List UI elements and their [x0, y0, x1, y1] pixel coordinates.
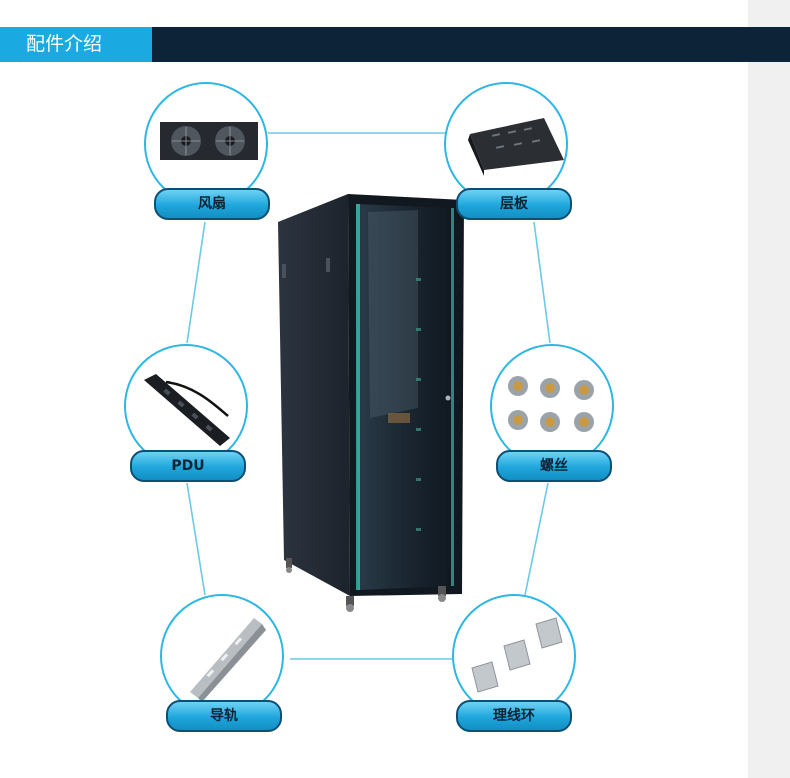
screws-label: 螺丝 — [496, 450, 612, 482]
cable-manager-icon — [471, 617, 563, 693]
accessory-rail: 导轨 — [160, 594, 284, 732]
cable-manager-ring — [452, 594, 576, 718]
screws-icon — [508, 376, 594, 432]
accessory-pdu: PDU — [124, 344, 248, 482]
pdu-label: PDU — [130, 450, 246, 482]
pdu-icon — [144, 374, 230, 446]
cable-manager-label: 理线环 — [456, 700, 572, 732]
shelf-icon — [468, 118, 564, 176]
accessory-fan: 风扇 — [144, 82, 270, 220]
accessory-cable-manager: 理线环 — [452, 594, 576, 732]
fan-icon — [160, 122, 258, 160]
pdu-ring — [124, 344, 248, 468]
accessory-shelf: 层板 — [444, 82, 572, 220]
rail-icon — [190, 618, 266, 702]
rail-ring — [160, 594, 284, 718]
shelf-label: 层板 — [456, 188, 572, 220]
section-title: 配件介绍 — [0, 27, 152, 62]
rail-label: 导轨 — [166, 700, 282, 732]
accessory-screws: 螺丝 — [490, 344, 614, 482]
screws-ring — [490, 344, 614, 468]
server-cabinet-image — [278, 194, 464, 612]
fan-label: 风扇 — [154, 188, 270, 220]
side-panel — [748, 0, 790, 778]
shelf-ring — [444, 82, 568, 206]
